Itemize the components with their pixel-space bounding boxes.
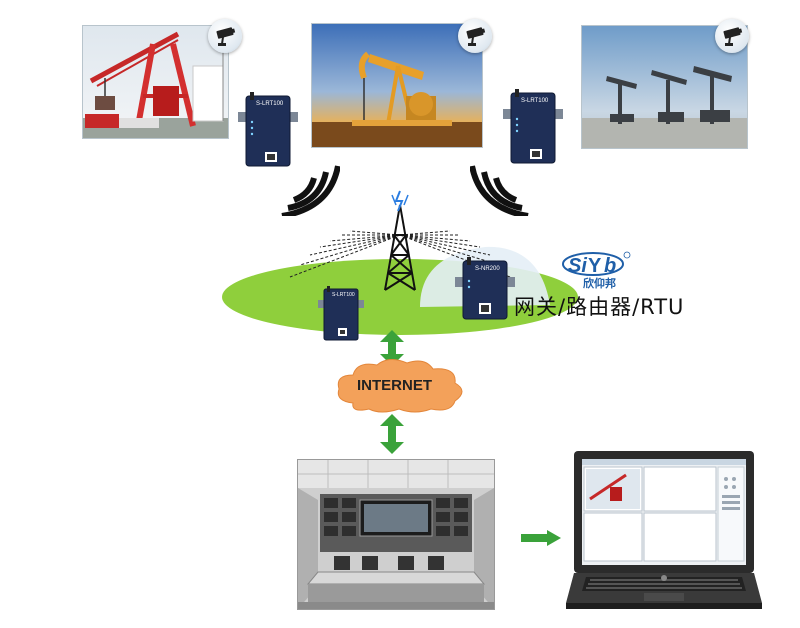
- security-camera-icon: [208, 19, 242, 53]
- double-arrow-up-icon: [380, 330, 404, 366]
- wireless-signal-left-icon: [281, 165, 340, 216]
- device-model-label: S-LRT100: [256, 101, 284, 107]
- control-room-photo: [297, 459, 495, 610]
- wireless-signal-right-icon: [470, 165, 529, 216]
- lrt100-device-center: S-LRT100: [318, 286, 364, 347]
- pumpjack-sunset-photo: [311, 23, 483, 148]
- security-camera-icon: [458, 19, 492, 53]
- svg-text:Si: Si: [568, 255, 587, 277]
- pumpjacks-field-photo: [581, 25, 748, 149]
- internet-cloud: [337, 359, 463, 413]
- right-arrow-icon: [521, 530, 561, 546]
- lrt100-device-right: S-LRT100: [503, 89, 563, 172]
- brand-chinese-name: 欣仰邦: [583, 277, 616, 290]
- internet-label: INTERNET: [357, 377, 432, 394]
- siyb-logo: Si Y b 欣仰邦: [557, 250, 637, 290]
- laptop: [566, 451, 762, 611]
- lrt100-device-left: S-LRT100: [238, 92, 298, 175]
- crane-photo: [82, 25, 229, 139]
- svg-text:Y: Y: [588, 255, 602, 277]
- security-camera-icon: [715, 19, 749, 53]
- nr200-gateway-device: S-NR200: [455, 257, 515, 326]
- device-model-label: S-LRT100: [332, 292, 355, 298]
- device-model-label: S-NR200: [475, 266, 500, 272]
- gateway-router-rtu-caption: 网关/路由器/RTU: [514, 295, 685, 319]
- device-model-label: S-LRT100: [521, 98, 549, 104]
- double-arrow-down-icon: [380, 414, 404, 454]
- svg-text:b: b: [604, 255, 616, 277]
